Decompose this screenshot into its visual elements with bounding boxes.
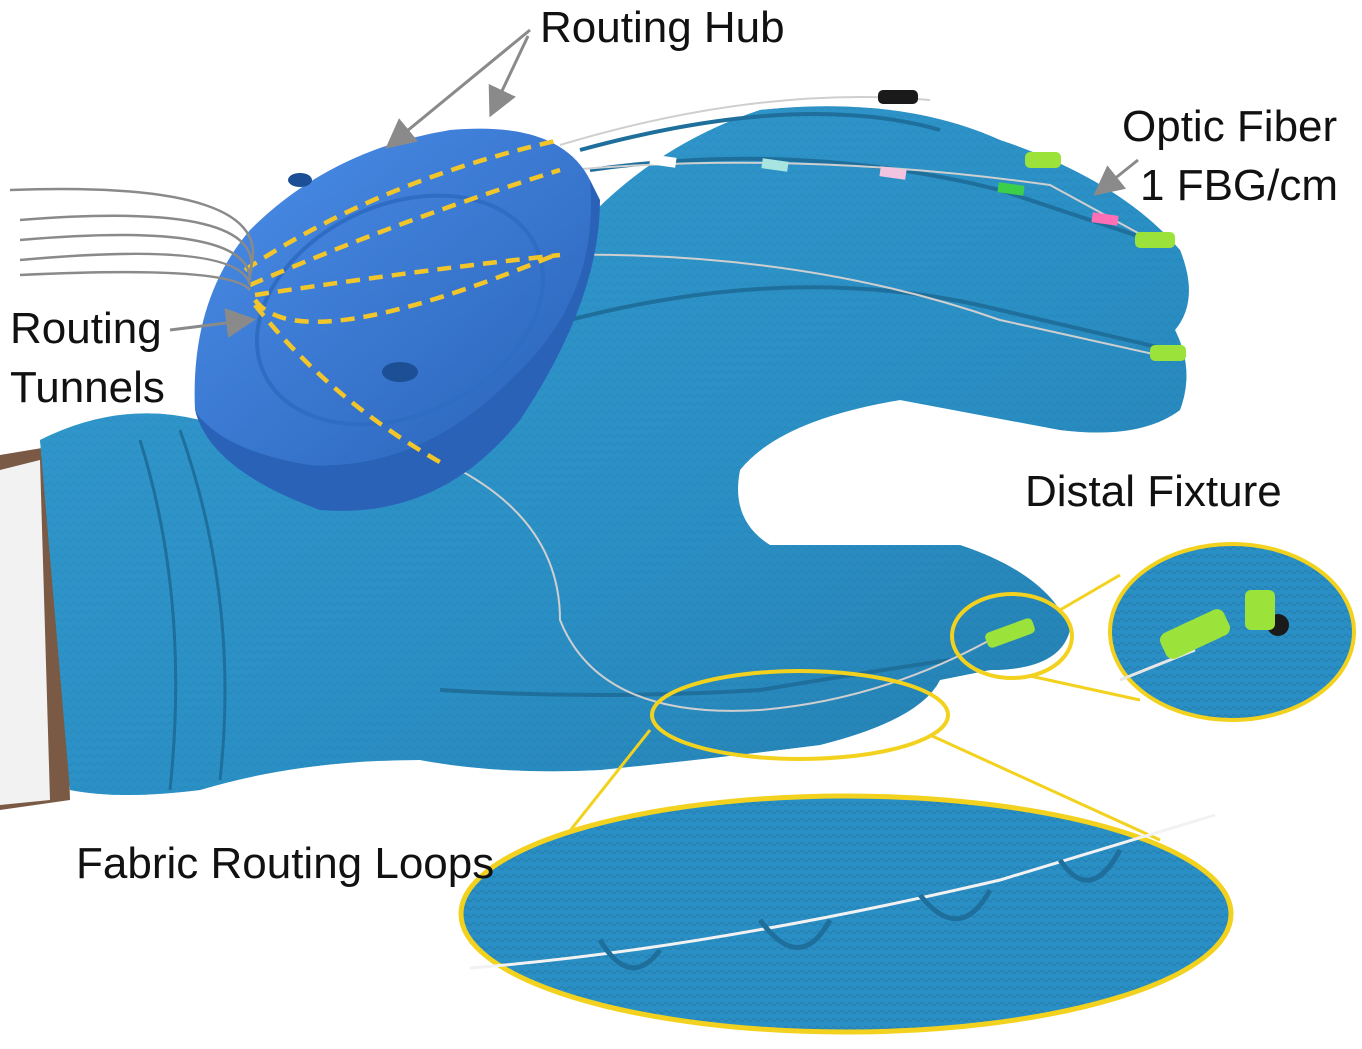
fbg-marker — [1091, 212, 1119, 226]
callout-loops — [458, 669, 1234, 1035]
fabric-loop — [918, 888, 993, 922]
callout-distal — [950, 542, 1356, 722]
sleeve — [0, 460, 50, 805]
zoom-fixture — [1245, 590, 1275, 630]
routing-tunnels — [243, 137, 561, 467]
fbg-marker — [761, 158, 789, 172]
fbg-density-label: 1 FBG/cm — [1140, 161, 1339, 210]
distal-fixture-label: Distal Fixture — [1025, 467, 1282, 516]
exit-fiber — [19, 233, 252, 281]
loops-highlight — [650, 669, 950, 761]
exit-fiber — [19, 214, 253, 276]
finger-seam — [439, 658, 951, 697]
routing-tunnel — [249, 167, 561, 288]
cuff-rib — [178, 429, 227, 781]
cuff-rib — [138, 439, 178, 791]
optic-fiber — [449, 464, 991, 712]
optic-fiber — [549, 253, 1181, 361]
fbg-markers — [649, 154, 1119, 226]
fabric-loop — [757, 918, 833, 950]
fingertip-fixture — [1150, 345, 1186, 361]
zoom-fiber — [469, 813, 1216, 970]
routing-hub — [194, 128, 600, 511]
exit-fiber — [19, 252, 252, 286]
zoom-loops — [597, 848, 1123, 971]
optic-fiber — [569, 161, 1161, 246]
exit-fiber — [9, 187, 255, 271]
arrow-optic-fiber — [1093, 158, 1139, 196]
fabric-loop — [597, 938, 662, 971]
finger-seam — [569, 285, 1171, 352]
fbg-marker — [649, 154, 677, 168]
callout-line — [1059, 573, 1121, 612]
callout-line — [1029, 674, 1141, 702]
glove-shading — [40, 106, 1189, 795]
distal-zoom — [1108, 542, 1356, 722]
distal-highlight — [950, 592, 1074, 680]
exit-fiber — [19, 270, 251, 291]
arrow-routing-hub-2 — [488, 35, 530, 118]
finger-seam — [579, 112, 941, 152]
fabric-routing-loops-label: Fabric Routing Loops — [76, 839, 495, 888]
routing-hub-label: Routing Hub — [540, 3, 785, 52]
hub-side — [195, 180, 600, 511]
exit-fibers — [9, 187, 255, 291]
optic-fiber-label: Optic Fiber — [1122, 102, 1338, 151]
distal-fixtures — [878, 90, 1186, 648]
hub-top — [194, 128, 591, 466]
hub-recess — [254, 193, 546, 427]
arrow-routing-hub-1 — [385, 28, 531, 149]
fabric-loop — [1057, 848, 1123, 883]
fingertip-fixture — [1025, 152, 1061, 168]
annotation-arrows — [169, 28, 1139, 338]
routing-tunnels-label-line2: Tunnels — [10, 363, 165, 412]
routing-tunnel — [253, 303, 447, 467]
fingertip-fixture — [985, 618, 1035, 648]
fingertip-fixture — [1135, 232, 1175, 248]
arrow-routing-tunnels — [169, 308, 256, 338]
routing-tunnel — [243, 137, 561, 272]
fbg-marker — [997, 182, 1025, 196]
callout-line — [929, 733, 1161, 842]
zoom-fixture — [1159, 609, 1231, 659]
fbg-marker — [879, 166, 907, 180]
hub-hole — [288, 173, 312, 187]
fingertip-fixture — [878, 90, 918, 104]
routing-tunnels-label-line1: Routing — [10, 304, 162, 353]
hub-hole — [382, 362, 418, 382]
routing-tunnel — [253, 252, 556, 325]
